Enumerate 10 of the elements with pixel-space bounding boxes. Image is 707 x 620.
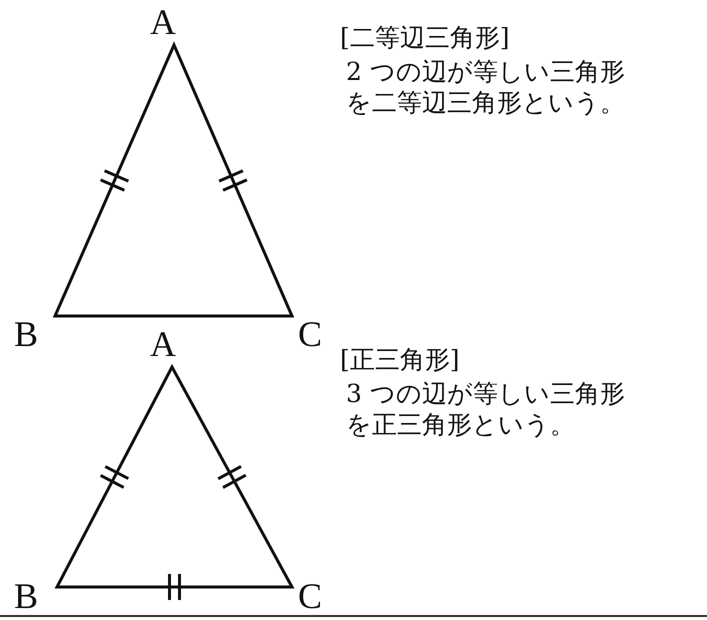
heading: [正三角形] (340, 344, 460, 376)
vertex-label: C (298, 313, 322, 356)
definition-text: 2 つの辺が等しい三角形を二等辺三角形という。 (346, 56, 626, 118)
definition-text: 3 つの辺が等しい三角形を正三角形という。 (346, 378, 626, 440)
vertex-label: A (150, 1, 176, 44)
vertex-label: A (150, 323, 176, 366)
vertex-label: B (14, 575, 38, 618)
vertex-label: C (298, 575, 322, 618)
vertex-label: B (14, 313, 38, 356)
heading: [二等辺三角形] (340, 22, 510, 54)
